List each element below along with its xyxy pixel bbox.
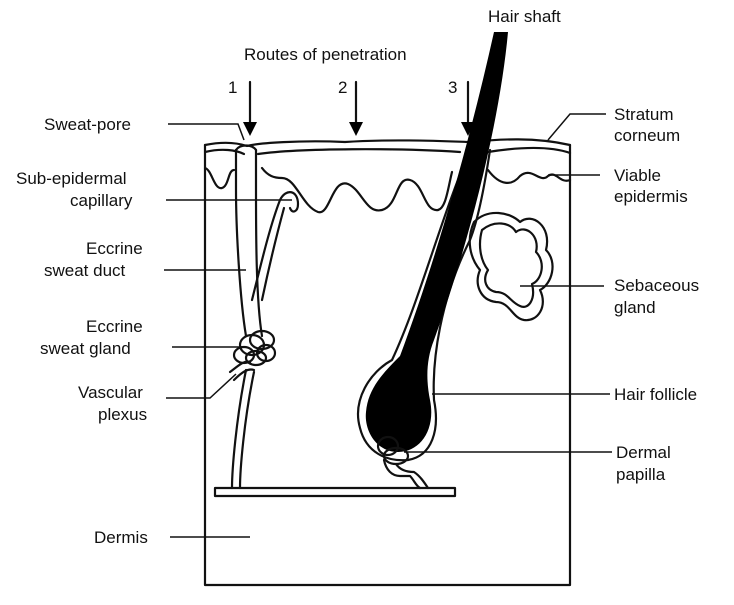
route-1-number: 1	[228, 78, 237, 97]
stratum-label-line2: corneum	[614, 126, 680, 145]
stratum-corneum-layer	[205, 139, 570, 154]
route-2-arrowhead	[349, 122, 363, 136]
sweat-pore-label: Sweat-pore	[44, 115, 131, 134]
sub-epidermal-capillary	[252, 192, 298, 300]
eccrine-duct-label-line2: sweat duct	[44, 261, 126, 280]
dermis-label: Dermis	[94, 528, 148, 547]
route-1-arrowhead	[243, 122, 257, 136]
sebaceous-gland	[470, 213, 553, 320]
sebaceous-label-line2: gland	[614, 298, 656, 317]
routes-title: Routes of penetration	[244, 45, 407, 64]
sebaceous-label-line1: Sebaceous	[614, 276, 699, 295]
eccrine-sweat-gland	[234, 331, 275, 365]
vascular-label-line2: plexus	[98, 405, 147, 424]
eccrine-duct-label-line1: Eccrine	[86, 239, 143, 258]
route-arrows	[243, 82, 475, 136]
viable-label-line2: epidermis	[614, 187, 688, 206]
dermal-papilla-label-line2: papilla	[616, 465, 666, 484]
sub-epidermal-label-line2: capillary	[70, 191, 133, 210]
stratum-label-line1: Stratum	[614, 105, 674, 124]
eccrine-sweat-duct	[236, 146, 262, 337]
sub-epidermal-label-line1: Sub-epidermal	[16, 169, 127, 188]
dermal-papilla-label-line1: Dermal	[616, 443, 671, 462]
eccrine-gland-label-line1: Eccrine	[86, 317, 143, 336]
hair-shaft-label: Hair shaft	[488, 7, 561, 26]
vascular-label-line1: Vascular	[78, 383, 143, 402]
viable-label-line1: Viable	[614, 166, 661, 185]
viable-epidermis-layer	[205, 168, 570, 212]
hair-follicle-label: Hair follicle	[614, 385, 697, 404]
eccrine-gland-label-line2: sweat gland	[40, 339, 131, 358]
route-2-number: 2	[338, 78, 347, 97]
route-3-number: 3	[448, 78, 457, 97]
